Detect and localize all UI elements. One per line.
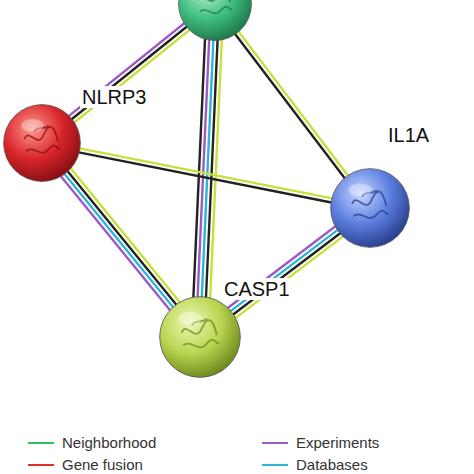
interaction-edge (235, 31, 348, 178)
protein-sphere (177, 0, 253, 42)
legend-line-sample (262, 440, 288, 446)
legend-entry: Experiments (262, 434, 379, 451)
protein-name: NLRP3 (80, 86, 148, 108)
interaction-edge (228, 227, 343, 318)
protein-sphere (158, 295, 242, 379)
legend-line-sample (28, 462, 54, 468)
protein-node (329, 167, 411, 249)
protein-node (2, 103, 82, 183)
protein-node (177, 0, 253, 42)
protein-name: IL1A (386, 124, 431, 146)
protein-sphere (329, 167, 411, 249)
legend-text: Databases (296, 456, 368, 473)
legend-entry: Neighborhood (28, 434, 156, 451)
legend-text: Gene fusion (62, 456, 143, 473)
legend-entry: Gene fusion (28, 456, 143, 473)
legend-line-sample (28, 440, 54, 446)
interaction-edge (193, 40, 221, 298)
legend-text: Neighborhood (62, 434, 156, 451)
interaction-edge (79, 148, 332, 202)
legend-text: Experiments (296, 434, 379, 451)
interaction-edge (61, 168, 180, 309)
protein-node (158, 295, 242, 379)
legend-entry: Databases (262, 456, 368, 473)
protein-sphere (2, 103, 82, 183)
interaction-edge (69, 23, 190, 122)
protein-name: CASP1 (222, 278, 292, 300)
legend-line-sample (262, 462, 288, 468)
